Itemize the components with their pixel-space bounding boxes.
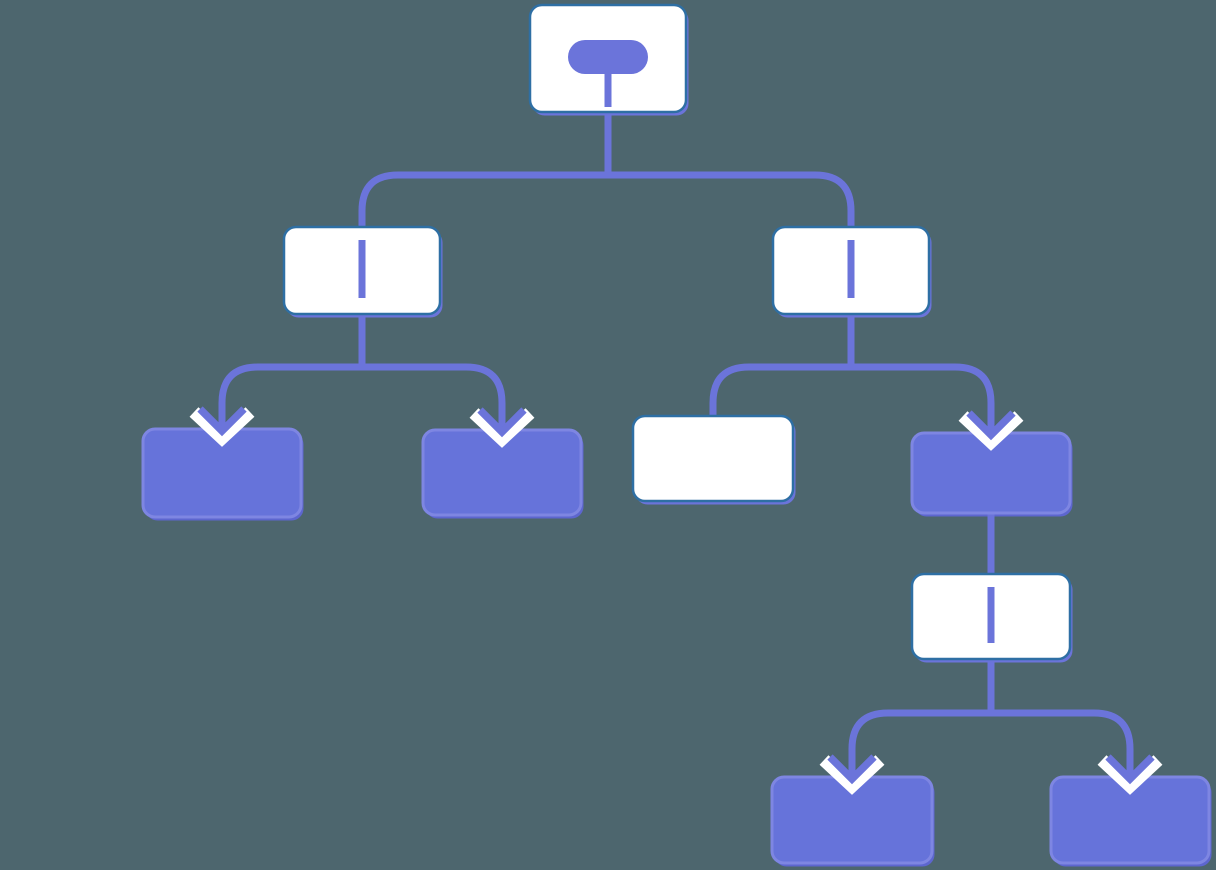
tree-node-child-white[interactable] xyxy=(631,414,795,503)
chevron-white-stroke xyxy=(819,755,885,795)
connector-edge xyxy=(851,363,995,419)
chevron-white-stroke xyxy=(189,407,255,447)
connector-edge xyxy=(608,171,855,229)
node-pill-icon xyxy=(568,40,648,74)
arrowhead xyxy=(197,406,247,437)
chevron-white-stroke xyxy=(958,411,1024,451)
connector-edge xyxy=(218,363,362,415)
connector-edge xyxy=(848,709,991,763)
arrowhead xyxy=(1105,754,1155,785)
connector-layer xyxy=(218,110,1134,763)
connector-edge xyxy=(358,171,608,229)
arrow-chevron-icon xyxy=(958,409,1024,451)
connector-edge xyxy=(362,363,506,416)
arrow-chevron-icon xyxy=(189,405,255,447)
connector-edge xyxy=(991,709,1134,763)
arrow-chevron-icon xyxy=(819,753,885,795)
connector-edge xyxy=(709,363,851,418)
arrow-icon-layer xyxy=(189,405,1163,795)
chevron-white-stroke xyxy=(1097,755,1163,795)
arrow-chevron-icon xyxy=(469,406,535,448)
arrow-chevron-icon xyxy=(1097,753,1163,795)
arrowhead xyxy=(827,754,877,785)
arrowhead xyxy=(477,407,527,438)
node-decoration-layer xyxy=(358,40,995,643)
arrowhead xyxy=(966,410,1016,441)
chevron-white-stroke xyxy=(469,408,535,448)
